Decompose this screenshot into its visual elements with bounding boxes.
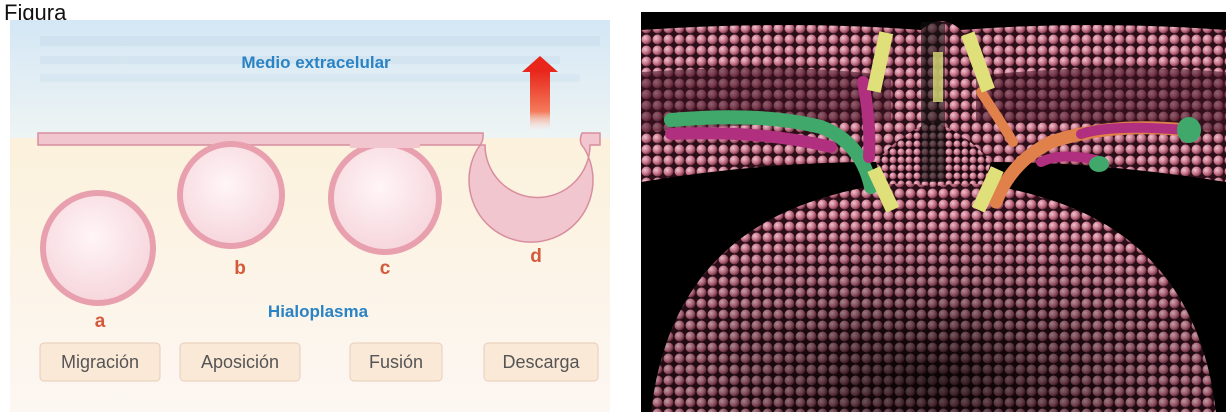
extracellular-label: Medio extracelular [241, 53, 391, 72]
vesicle-a [43, 193, 153, 303]
stage-label-apposition: Aposición [201, 352, 279, 372]
stage-label-discharge: Descarga [502, 352, 580, 372]
stage-label-migration: Migración [61, 352, 139, 372]
exocytosis-diagram-svg: Medio extracelular a b c d Hialoplasma [0, 0, 620, 412]
vesicle-letter-d: d [530, 246, 542, 267]
stage-label-fusion: Fusión [369, 352, 423, 372]
stage-box-migration: Migración [40, 343, 160, 381]
membrane-fusion-render-svg [641, 12, 1226, 412]
vesicle-c [331, 140, 439, 252]
exocytosis-diagram: Medio extracelular a b c d Hialoplasma [0, 0, 620, 412]
vesicle-letter-c: c [380, 258, 391, 279]
vesicle-letter-b: b [234, 258, 246, 279]
vesicle-letter-a: a [95, 311, 106, 332]
membrane-fusion-render [641, 12, 1226, 412]
stage-box-apposition: Aposición [180, 343, 300, 381]
cytoplasm-label: Hialoplasma [268, 302, 369, 321]
stage-box-fusion: Fusión [350, 343, 442, 381]
stage-box-discharge: Descarga [484, 343, 598, 381]
vesicle-b [180, 144, 282, 246]
